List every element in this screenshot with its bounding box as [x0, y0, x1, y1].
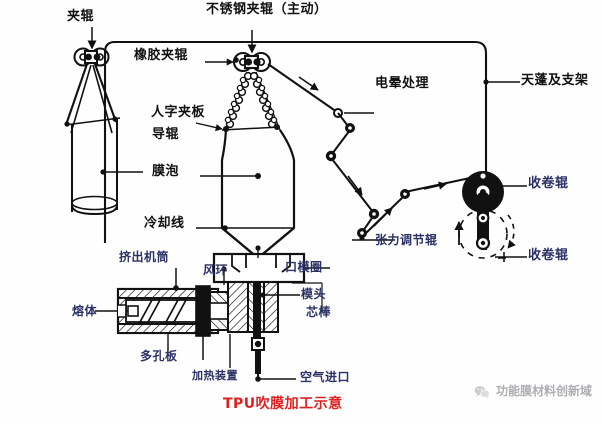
- label-tension-roller: 张力调节辊: [375, 233, 438, 247]
- label-air-ring: 风环: [203, 263, 229, 277]
- label-film-bubble: 膜泡: [152, 164, 180, 179]
- watermark: 功能膜材料创新域: [474, 382, 592, 399]
- label-winding-roller-bottom: 收卷辊: [528, 248, 569, 263]
- winding-station: [454, 171, 527, 262]
- extruder-assembly: [95, 245, 330, 382]
- label-guide-roller: 导辊: [152, 127, 180, 142]
- canopy-leader-line: [483, 79, 520, 85]
- wechat-icon: [474, 384, 490, 398]
- label-corona-treatment: 电晕处理: [375, 76, 430, 91]
- label-melt: 熔体: [72, 304, 98, 318]
- label-air-inlet: 空气进口: [300, 370, 351, 384]
- left-bubble-assembly: [64, 27, 143, 216]
- label-frost-line: 冷却线: [144, 216, 185, 231]
- label-heating-device: 加热装置: [192, 369, 238, 382]
- watermark-text: 功能膜材料创新域: [495, 384, 592, 398]
- label-rubber-nip-roller: 橡胶夹辊: [134, 48, 189, 63]
- label-mandrel: 芯棒: [306, 305, 332, 319]
- left-nip-rollers: [73, 47, 110, 67]
- collapsing-frame-rollers: [224, 71, 281, 131]
- film-web-path: [267, 63, 471, 241]
- main-nip-rollers: [232, 51, 272, 73]
- label-stainless-nip-roller: 不锈钢夹辊（主动）: [206, 2, 328, 17]
- canopy-frame: [103, 40, 488, 250]
- label-die-head: 模头: [301, 287, 327, 301]
- label-herringbone-plate: 人字夹板: [151, 105, 206, 120]
- label-porous-plate: 多孔板: [140, 349, 178, 363]
- diagram-title: TPU吹膜加工示意: [223, 396, 343, 412]
- label-canopy-and-frame: 天蓬及支架: [521, 73, 589, 88]
- label-extruder-barrel: 挤出机筒: [119, 250, 170, 264]
- main-bubble-assembly: [195, 30, 296, 260]
- label-winding-roller-top: 收卷辊: [528, 176, 569, 191]
- label-nip-roller: 夹辊: [67, 9, 95, 24]
- label-die-ring: 口模圈: [285, 260, 323, 274]
